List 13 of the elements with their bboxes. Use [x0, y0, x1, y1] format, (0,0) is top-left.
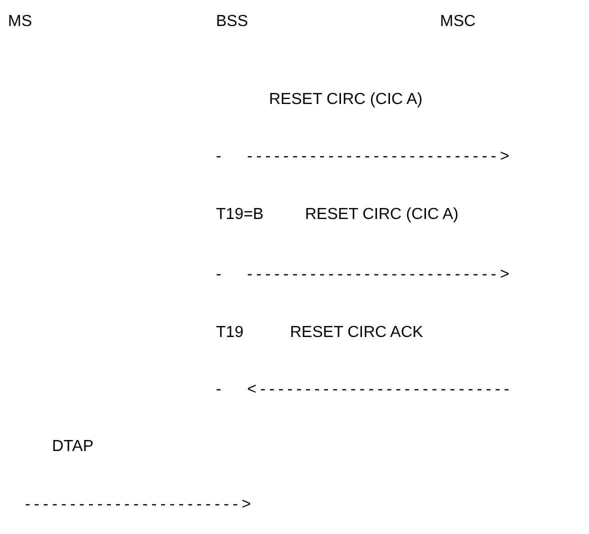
- message-label: RESET CIRC (CIC A): [269, 90, 422, 110]
- message-label: RESET CIRC ACK: [290, 323, 424, 343]
- message-label: RESET CIRC (CIC A): [305, 205, 458, 225]
- text-arrow: - ---------------------------->: [216, 147, 514, 167]
- message-label: DTAP: [52, 437, 94, 457]
- entity-label: MSC: [440, 12, 476, 32]
- entity-label: BSS: [216, 12, 248, 32]
- timer-label: T19=B: [216, 205, 264, 225]
- text-arrow: - <----------------------------: [216, 380, 514, 400]
- text-arrow: - ---------------------------->: [216, 265, 514, 285]
- entity-label: MS: [8, 12, 32, 32]
- timer-label: T19: [216, 323, 244, 343]
- text-arrow: ------------------------>: [25, 495, 255, 515]
